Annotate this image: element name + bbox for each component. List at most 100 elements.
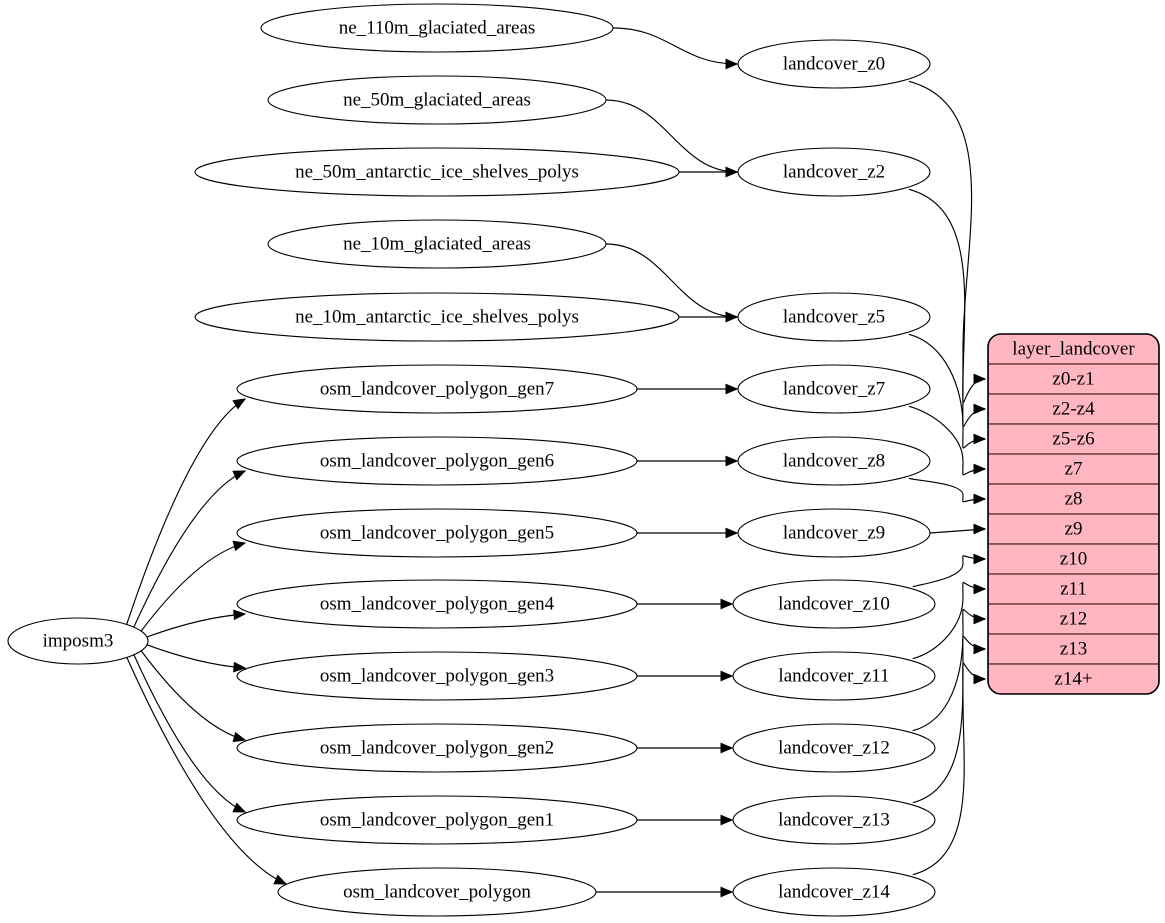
node-landcover_z11[interactable]: landcover_z11: [732, 651, 936, 701]
node-ellipse-osm_landcover_polygon_gen3: [236, 651, 638, 701]
table-row-cell-z12[interactable]: [988, 603, 1159, 635]
node-osm_landcover_polygon_gen1[interactable]: osm_landcover_polygon_gen1: [236, 795, 638, 845]
edge-landcover_z11-to-table-row-7-arrowhead: [973, 583, 987, 595]
node-landcover_z8[interactable]: landcover_z8: [737, 436, 931, 486]
edge-landcover_z2-to-table-row-1[interactable]: [908, 188, 986, 427]
node-landcover_z7[interactable]: landcover_z7: [737, 364, 931, 414]
node-landcover_z9[interactable]: landcover_z9: [737, 508, 931, 558]
node-landcover_z13[interactable]: landcover_z13: [732, 795, 936, 845]
node-ne_50m_glaciated_areas[interactable]: ne_50m_glaciated_areas: [267, 75, 607, 125]
edge-imposm3-to-osm_landcover_polygon[interactable]: [125, 656, 287, 885]
node-ellipse-landcover_z12: [732, 723, 936, 773]
node-osm_landcover_polygon_gen6[interactable]: osm_landcover_polygon_gen6: [236, 436, 638, 486]
edge-ne_10m_antarctic_ice_shelves_polys-to-landcover_z5-arrowhead: [725, 311, 739, 323]
node-osm_landcover_polygon_gen2[interactable]: osm_landcover_polygon_gen2: [236, 723, 638, 773]
edge-osm_landcover_polygon_gen6-to-landcover_z8-arrowhead: [725, 455, 739, 467]
layer-landcover-table[interactable]: layer_landcoverz0-z1z2-z4z5-z6z7z8z9z10z…: [987, 333, 1160, 695]
edge-landcover_z9-to-table-row-5-arrowhead: [973, 523, 987, 535]
table-row-label-z13: z13: [1060, 638, 1087, 659]
node-label-landcover_z0: landcover_z0: [783, 53, 885, 74]
edge-osm_landcover_polygon_gen1-to-landcover_z13-arrowhead: [720, 814, 734, 826]
node-ellipse-landcover_z9: [737, 508, 931, 558]
node-label-landcover_z13: landcover_z13: [778, 809, 890, 830]
edge-osm_landcover_polygon_gen3-to-landcover_z11-arrowhead: [720, 670, 734, 682]
node-ellipse-imposm3: [7, 617, 149, 665]
edge-imposm3-to-osm_landcover_polygon_gen5-arrowhead: [232, 540, 247, 552]
node-osm_landcover_polygon_gen3[interactable]: osm_landcover_polygon_gen3: [236, 651, 638, 701]
edge-imposm3-to-osm_landcover_polygon_gen2-arrowhead: [232, 731, 247, 743]
node-ne_50m_antarctic_ice_shelves_polys[interactable]: ne_50m_antarctic_ice_shelves_polys: [194, 147, 680, 197]
edge-imposm3-to-osm_landcover_polygon_gen2[interactable]: [139, 649, 246, 741]
node-label-ne_110m_glaciated_areas: ne_110m_glaciated_areas: [339, 17, 536, 38]
node-ne_110m_glaciated_areas[interactable]: ne_110m_glaciated_areas: [260, 3, 614, 53]
node-ellipse-osm_landcover_polygon_gen5: [236, 508, 638, 558]
node-osm_landcover_polygon[interactable]: osm_landcover_polygon: [277, 867, 597, 917]
table-row-label-z5-z6: z5-z6: [1052, 428, 1094, 449]
table-outline: [987, 333, 1160, 695]
node-landcover_z0[interactable]: landcover_z0: [737, 39, 931, 89]
node-landcover_z12[interactable]: landcover_z12: [732, 723, 936, 773]
table-row-cell-z0-z1[interactable]: [988, 363, 1159, 395]
edge-landcover_z7-to-table-row-3-arrowhead: [973, 463, 987, 475]
table-row-cell-z10[interactable]: [988, 543, 1159, 575]
edge-osm_landcover_polygon_gen7-to-landcover_z7-arrowhead: [725, 383, 739, 395]
edge-ne_10m_glaciated_areas-to-landcover_z5[interactable]: [605, 243, 738, 318]
node-landcover_z2[interactable]: landcover_z2: [737, 147, 931, 197]
table-row-cell-z14+[interactable]: [988, 663, 1159, 694]
edge-imposm3-to-osm_landcover_polygon_gen6[interactable]: [132, 470, 246, 629]
edge-landcover_z8-to-table-row-4[interactable]: [908, 477, 986, 503]
node-label-osm_landcover_polygon_gen7: osm_landcover_polygon_gen7: [320, 378, 554, 399]
node-label-osm_landcover_polygon_gen3: osm_landcover_polygon_gen3: [320, 665, 554, 686]
edge-landcover_z12-to-table-row-8[interactable]: [912, 608, 986, 732]
edge-landcover_z7-to-table-row-3[interactable]: [908, 405, 986, 476]
table-row-cell-z13[interactable]: [988, 633, 1159, 665]
node-ellipse-ne_110m_glaciated_areas: [260, 3, 614, 53]
table-row-cell-z5-z6[interactable]: [988, 423, 1159, 455]
edge-landcover_z0-to-table-row-0[interactable]: [908, 80, 986, 403]
node-ellipse-landcover_z10: [732, 579, 936, 629]
node-ellipse-osm_landcover_polygon: [277, 867, 597, 917]
edge-ne_50m_glaciated_areas-to-landcover_z2[interactable]: [605, 99, 738, 173]
node-ne_10m_glaciated_areas[interactable]: ne_10m_glaciated_areas: [267, 219, 607, 269]
node-label-landcover_z10: landcover_z10: [778, 593, 890, 614]
node-label-landcover_z11: landcover_z11: [778, 665, 889, 686]
node-label-landcover_z9: landcover_z9: [783, 522, 885, 543]
node-osm_landcover_polygon_gen5[interactable]: osm_landcover_polygon_gen5: [236, 508, 638, 558]
node-ne_10m_antarctic_ice_shelves_polys[interactable]: ne_10m_antarctic_ice_shelves_polys: [194, 292, 680, 342]
edge-imposm3-to-osm_landcover_polygon_gen1[interactable]: [132, 653, 246, 813]
edge-ne_110m_glaciated_areas-to-landcover_z0[interactable]: [612, 27, 738, 65]
node-osm_landcover_polygon_gen4[interactable]: osm_landcover_polygon_gen4: [236, 579, 638, 629]
table-row-label-z2-z4: z2-z4: [1052, 398, 1095, 419]
table-row-cell-z8[interactable]: [988, 483, 1159, 515]
table-row-cell-z9[interactable]: [988, 513, 1159, 545]
node-osm_landcover_polygon_gen7[interactable]: osm_landcover_polygon_gen7: [236, 364, 638, 414]
edge-landcover_z11-to-table-row-7[interactable]: [912, 582, 986, 660]
node-landcover_z5[interactable]: landcover_z5: [737, 292, 931, 342]
edge-imposm3-to-osm_landcover_polygon_gen6-arrowhead: [232, 470, 247, 481]
table-body: layer_landcoverz0-z1z2-z4z5-z6z7z8z9z10z…: [988, 334, 1159, 694]
node-ellipse-ne_10m_glaciated_areas: [267, 219, 607, 269]
edge-landcover_z2-to-table-row-1-arrowhead: [973, 403, 987, 415]
edge-imposm3-to-osm_landcover_polygon_gen4-arrowhead: [233, 609, 247, 621]
table-header-label: layer_landcover: [1012, 338, 1135, 359]
edge-landcover_z14-to-table-row-10-arrowhead: [973, 673, 987, 685]
edge-landcover_z13-to-table-row-9[interactable]: [912, 635, 986, 804]
edges-layer: [125, 27, 987, 898]
edge-landcover_z12-to-table-row-8-arrowhead: [973, 613, 987, 625]
edge-imposm3-to-osm_landcover_polygon_gen5[interactable]: [139, 542, 246, 633]
node-landcover_z14[interactable]: landcover_z14: [732, 867, 936, 917]
edge-imposm3-to-osm_landcover_polygon_gen3[interactable]: [144, 643, 246, 669]
node-imposm3[interactable]: imposm3: [7, 617, 149, 665]
edge-landcover_z8-to-table-row-4-arrowhead: [973, 493, 987, 505]
edge-landcover_z5-to-table-row-2[interactable]: [908, 333, 986, 449]
node-label-ne_10m_glaciated_areas: ne_10m_glaciated_areas: [343, 233, 531, 254]
node-ellipse-osm_landcover_polygon_gen4: [236, 579, 638, 629]
edge-imposm3-to-osm_landcover_polygon_gen7[interactable]: [125, 398, 246, 626]
edge-landcover_z14-to-table-row-10[interactable]: [912, 662, 986, 876]
node-ellipse-landcover_z11: [732, 651, 936, 701]
edge-imposm3-to-osm_landcover_polygon_gen4[interactable]: [144, 613, 246, 639]
node-ellipse-osm_landcover_polygon_gen1: [236, 795, 638, 845]
edge-landcover_z10-to-table-row-6[interactable]: [912, 555, 986, 588]
node-landcover_z10[interactable]: landcover_z10: [732, 579, 936, 629]
